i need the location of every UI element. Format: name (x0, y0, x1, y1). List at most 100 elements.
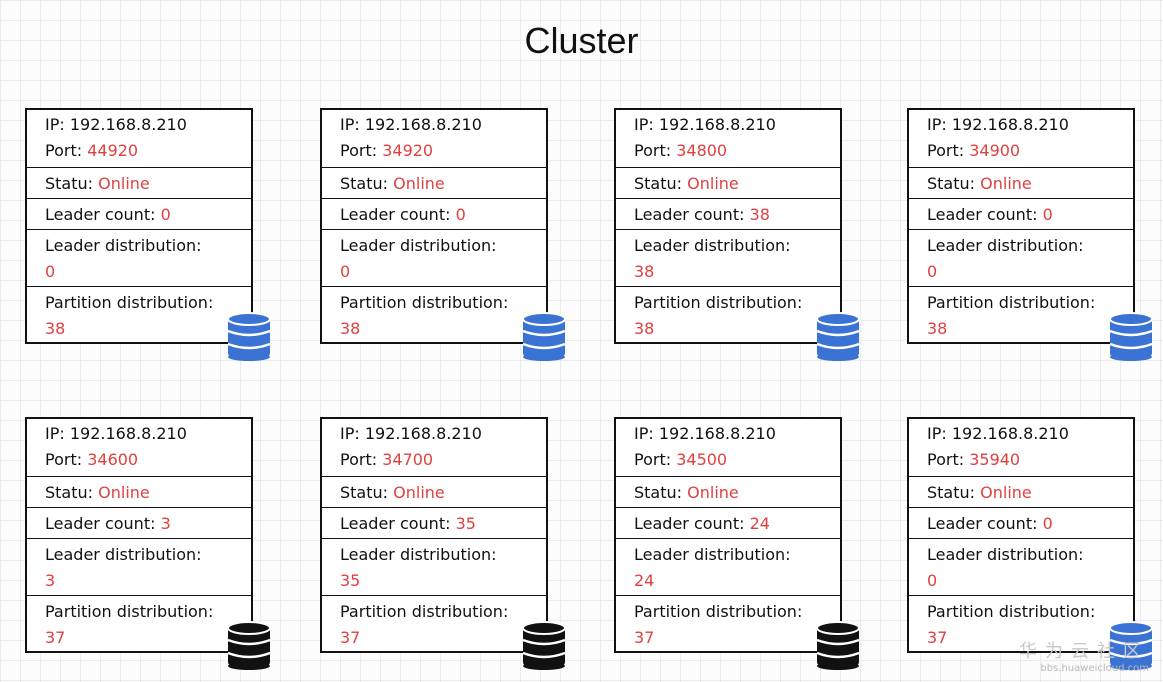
port-label: Port (927, 141, 959, 160)
leader-distribution-value: 38 (634, 262, 655, 281)
node-partition-distribution: Partition distribution: 38 (27, 287, 251, 342)
node-status: Statu: Online (616, 477, 840, 508)
node-leader-distribution: Leader distribution: 24 (616, 539, 840, 596)
port-label: Port (340, 141, 372, 160)
leader-count-value: 0 (160, 205, 171, 224)
leader-distribution-label: Leader distribution: (340, 545, 497, 564)
node-status: Statu: Online (322, 168, 546, 199)
leader-distribution-value: 24 (634, 571, 655, 590)
ip-label: IP (340, 424, 355, 443)
leader-count-label: Leader count (340, 205, 446, 224)
node-leader-count: Leader count: 24 (616, 508, 840, 539)
statu-label: Statu (340, 174, 383, 193)
port-value: 34900 (969, 141, 1021, 160)
statu-label: Statu (340, 483, 383, 502)
node-status: Statu: Online (27, 477, 251, 508)
ip-value: 192.168.8.210 (69, 424, 187, 443)
node-partition-distribution: Partition distribution:38 (616, 287, 840, 342)
partition-distribution-value: 37 (45, 628, 66, 647)
node-partition-distribution: Partition distribution: 37 (27, 596, 251, 651)
node-leader-distribution: Leader distribution:0 (322, 230, 546, 287)
statu-label: Statu (634, 483, 677, 502)
leader-distribution-label: Leader distribution: (634, 236, 791, 255)
ip-label: IP (340, 115, 355, 134)
node-leader-distribution: Leader distribution:0 (909, 539, 1133, 596)
ip-value: 192.168.8.210 (364, 115, 482, 134)
port-label: Port (927, 450, 959, 469)
leader-count-label: Leader count (45, 514, 151, 533)
port-label: Port (45, 141, 77, 160)
ip-label: IP (45, 115, 60, 134)
port-value: 44920 (87, 141, 139, 160)
port-label: Port (634, 450, 666, 469)
watermark: 华为云社区 bbs.huaweicloud.com (1019, 637, 1149, 674)
statu-value: Online (687, 174, 739, 193)
port-label: Port (634, 141, 666, 160)
node-leader-count: Leader count: 38 (616, 199, 840, 230)
node-leader-distribution: Leader distribution:35 (322, 539, 546, 596)
port-value: 34600 (87, 450, 139, 469)
partition-distribution-label: Partition distribution: (634, 602, 803, 621)
leader-distribution-label: Leader distribution: (927, 236, 1084, 255)
ip-value: 192.168.8.210 (951, 115, 1069, 134)
leader-count-label: Leader count (340, 514, 446, 533)
partition-distribution-value: 38 (634, 319, 655, 338)
leader-count-label: Leader count (634, 514, 740, 533)
leader-count-label: Leader count (45, 205, 151, 224)
node-leader-count: Leader count: 0 (909, 199, 1133, 230)
ip-value: 192.168.8.210 (658, 424, 776, 443)
diagram-title: Cluster (524, 20, 639, 61)
node-leader-distribution: Leader distribution: 38 (616, 230, 840, 287)
statu-value: Online (980, 174, 1032, 193)
database-icon (815, 620, 861, 670)
watermark-cn: 华为云社区 (1019, 641, 1149, 662)
database-icon (1108, 311, 1154, 361)
ip-label: IP (634, 424, 649, 443)
leader-count-value: 35 (455, 514, 476, 533)
ip-value: 192.168.8.210 (658, 115, 776, 134)
statu-label: Statu (634, 174, 677, 193)
partition-distribution-label: Partition distribution: (45, 602, 214, 621)
ip-label: IP (45, 424, 60, 443)
partition-distribution-label: Partition distribution: (927, 293, 1096, 312)
port-value: 34700 (382, 450, 434, 469)
leader-distribution-label: Leader distribution: (927, 545, 1084, 564)
partition-distribution-value: 38 (45, 319, 66, 338)
statu-value: Online (980, 483, 1032, 502)
leader-distribution-label: Leader distribution: (634, 545, 791, 564)
ip-label: IP (927, 424, 942, 443)
node-status: Statu: Online (616, 168, 840, 199)
port-value: 34920 (382, 141, 434, 160)
partition-distribution-label: Partition distribution: (927, 602, 1096, 621)
statu-value: Online (687, 483, 739, 502)
partition-distribution-label: Partition distribution: (340, 602, 509, 621)
partition-distribution-label: Partition distribution: (45, 293, 214, 312)
database-icon (226, 311, 272, 361)
watermark-url: bbs.huaweicloud.com (1040, 663, 1149, 674)
node-leader-distribution: Leader distribution:0 (909, 230, 1133, 287)
node-leader-count: Leader count: 35 (322, 508, 546, 539)
node-partition-distribution: Partition distribution:38 (909, 287, 1133, 342)
leader-count-value: 0 (455, 205, 466, 224)
node-status: Statu: Online (909, 477, 1133, 508)
node-leader-count: Leader count: 3 (27, 508, 251, 539)
statu-label: Statu (45, 174, 88, 193)
node-partition-distribution: Partition distribution:38 (322, 287, 546, 342)
partition-distribution-label: Partition distribution: (340, 293, 509, 312)
statu-value: Online (98, 483, 150, 502)
port-value: 35940 (969, 450, 1021, 469)
node-leader-count: Leader count: 0 (27, 199, 251, 230)
leader-count-label: Leader count (927, 205, 1033, 224)
leader-count-value: 24 (749, 514, 770, 533)
